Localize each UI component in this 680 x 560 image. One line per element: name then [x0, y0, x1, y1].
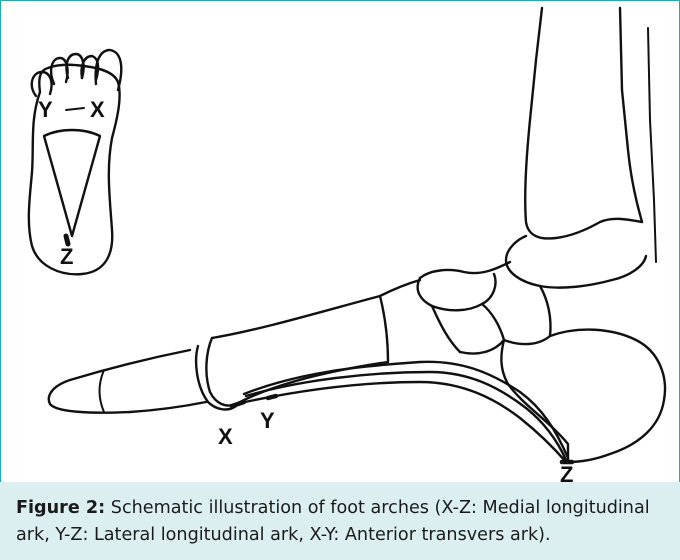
- arch-point-x-mark: [232, 402, 244, 406]
- caption-title: Figure 2:: [16, 498, 105, 518]
- arch-label-x: X: [218, 424, 233, 449]
- arch-point-y-mark: [268, 396, 276, 398]
- phalanges: [49, 338, 236, 413]
- footprint-y-x-dash: [66, 108, 84, 110]
- figure-caption: Figure 2: Schematic illustration of foot…: [0, 482, 680, 560]
- tarsal-bones: [380, 236, 646, 362]
- arch-label-y: Y: [260, 408, 275, 433]
- caption-text: Schematic illustration of foot arches (X…: [16, 498, 650, 545]
- footprint-arch-triangle: [44, 130, 100, 244]
- foot-arch-diagram: Y X Z X Y Z: [0, 0, 678, 482]
- footprint-label-x: X: [90, 97, 105, 122]
- arch-label-z: Z: [560, 462, 573, 482]
- metatarsals: [212, 296, 568, 462]
- leg-bones: [525, 8, 656, 262]
- footprint-label-z: Z: [60, 244, 73, 269]
- footprint-label-y: Y: [38, 97, 53, 122]
